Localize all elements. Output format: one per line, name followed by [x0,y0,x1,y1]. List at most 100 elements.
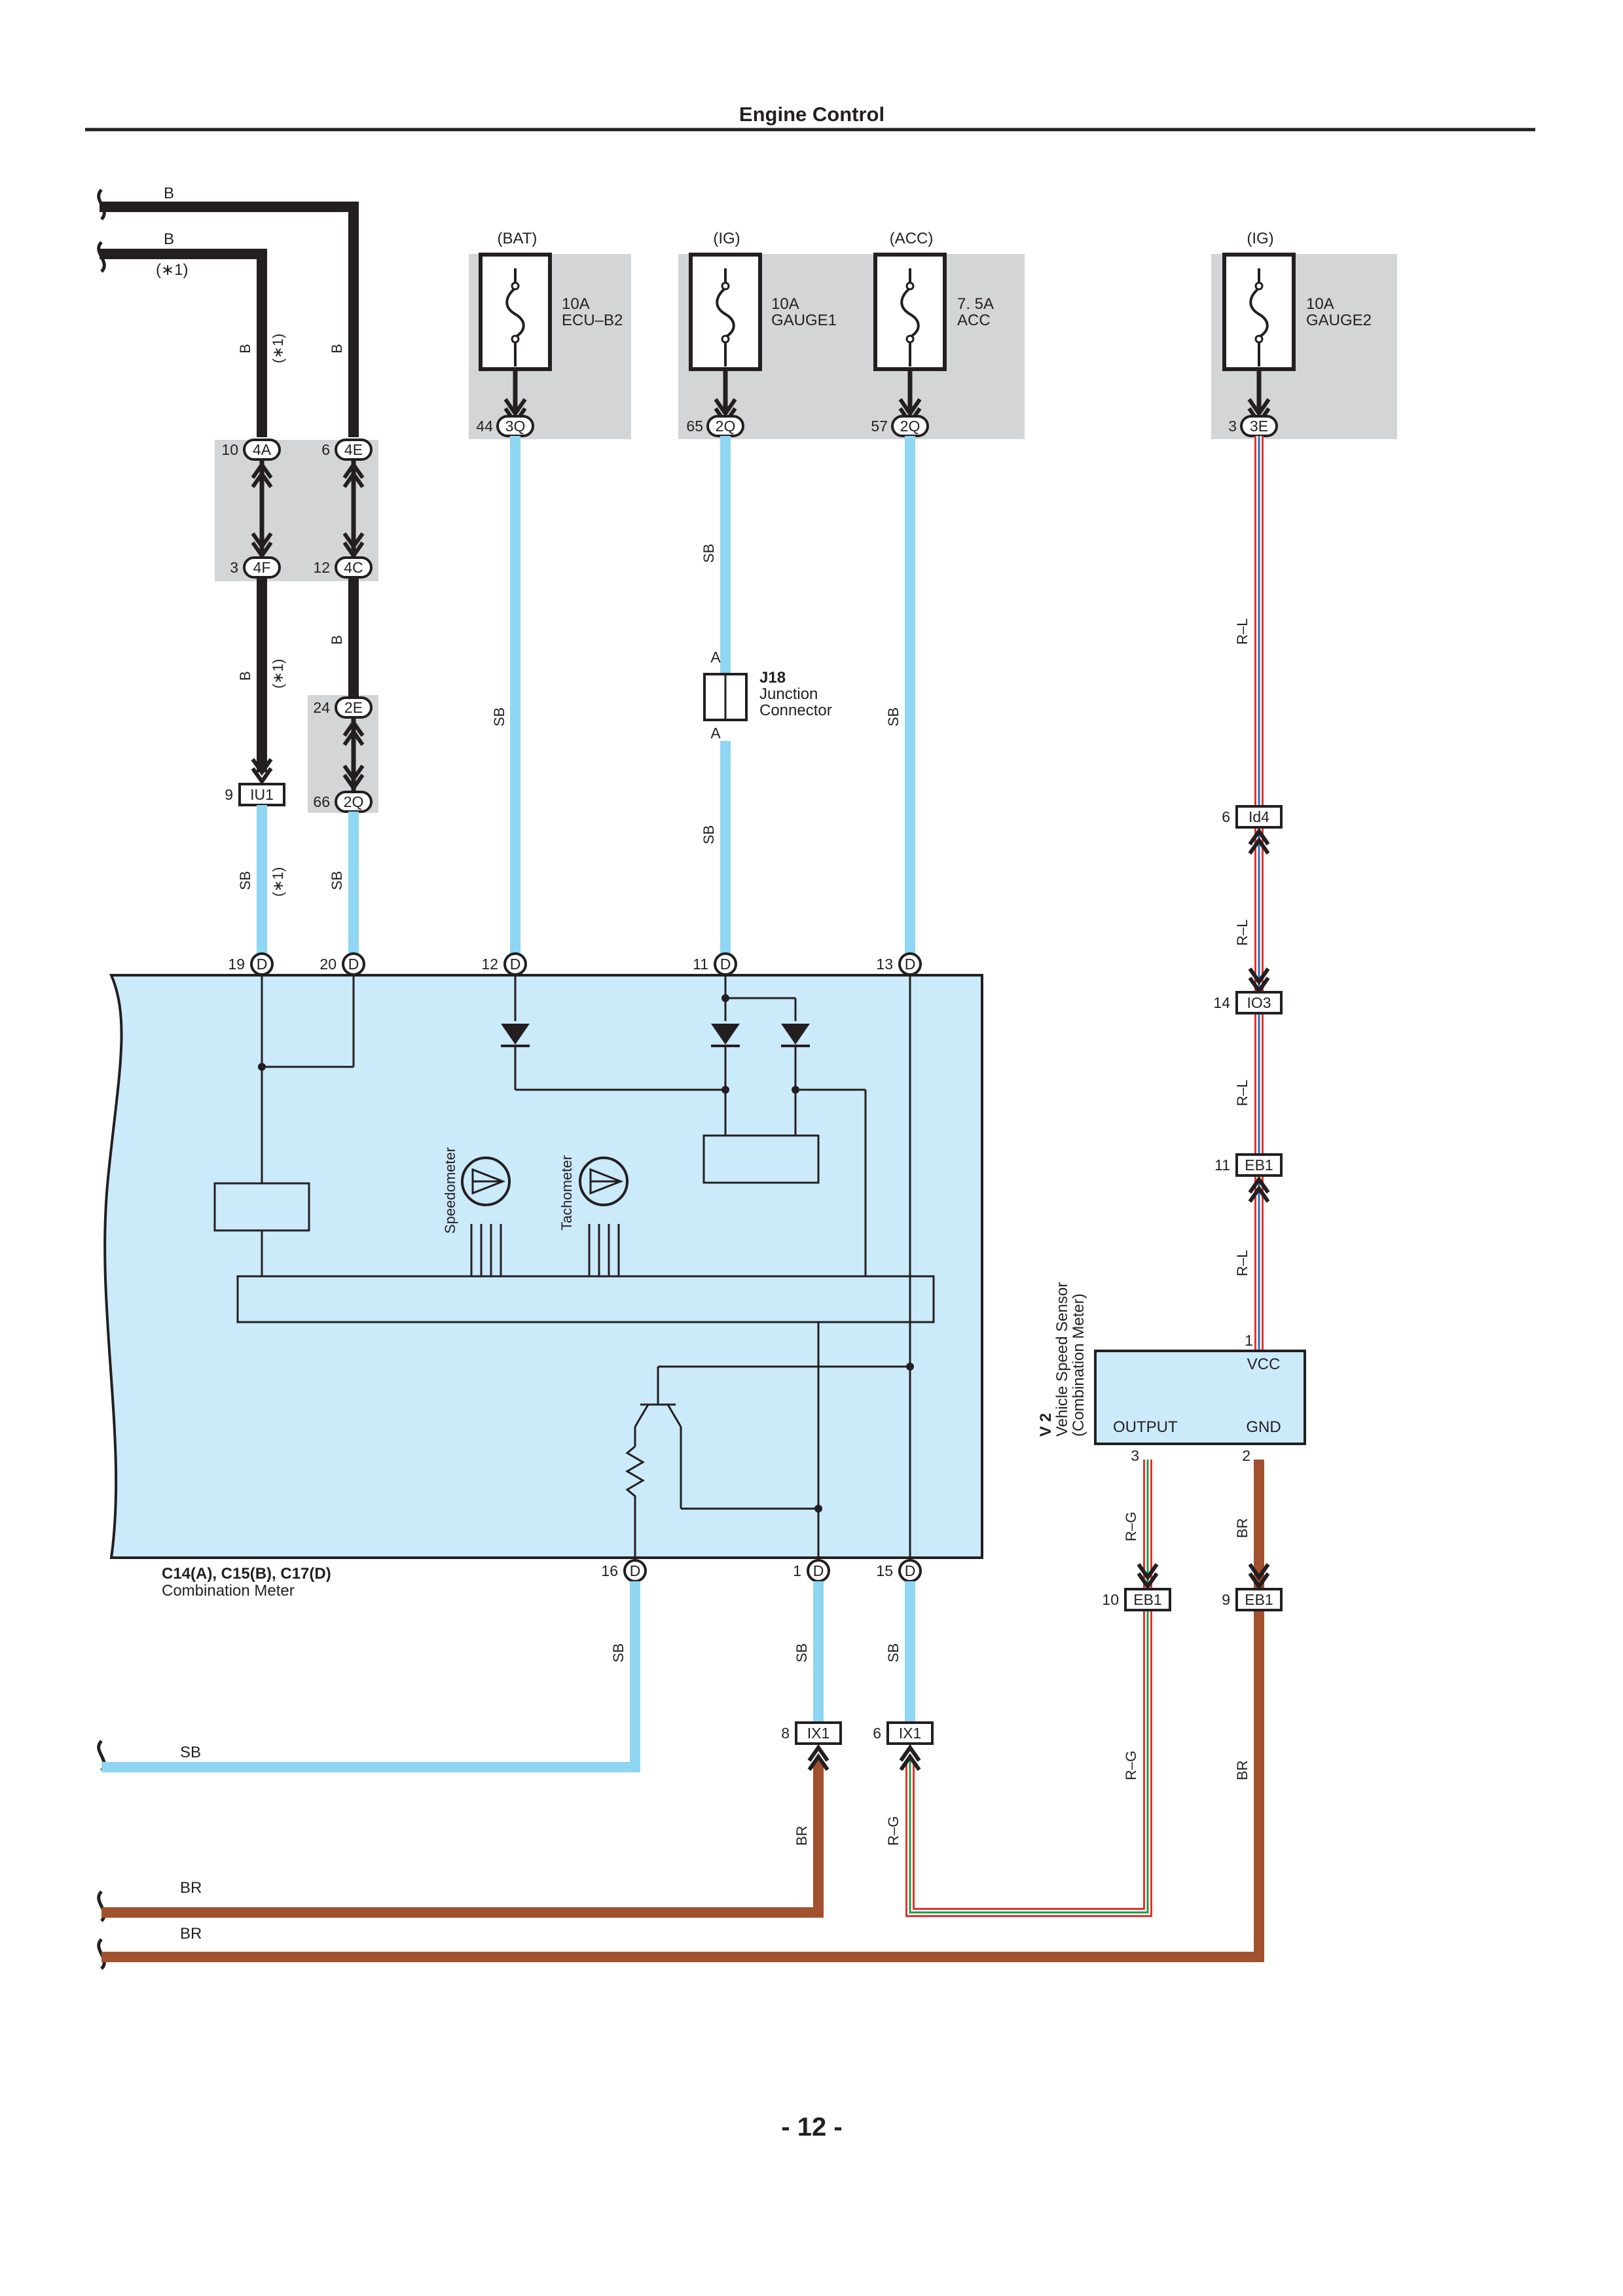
page-number: - 12 - [781,2113,842,2142]
speedometer-icon [461,1157,511,1206]
svg-text:IX1: IX1 [807,1725,830,1742]
tachometer-icon [579,1157,629,1206]
combination-meter-body [103,974,983,1559]
wire-label: R–L [1234,1080,1250,1106]
fuse-name: ECU–B2 [562,312,623,329]
pin-number: 24 [313,699,330,716]
svg-text:11: 11 [693,956,708,973]
svg-text:9: 9 [1222,1591,1230,1608]
svg-text:8: 8 [781,1725,790,1742]
svg-text:15: 15 [876,1562,893,1579]
svg-text:16: 16 [601,1562,618,1579]
fuse-rating: 7. 5A [957,295,994,313]
meter-internal-circuit [213,975,935,1561]
svg-text:A: A [710,725,721,742]
svg-text:1: 1 [793,1562,801,1579]
sensor-name: Vehicle Speed Sensor [1053,1282,1071,1437]
pin-number: 66 [313,793,330,810]
sb-wires [257,436,915,956]
pin-number: 6 [321,441,330,458]
speedometer-label: Speedometer [442,1147,458,1234]
wire-label: SB [237,871,253,890]
fuse-gauge2: (IG) 10A GAUGE2 3E 3 [1222,230,1372,437]
svg-text:6: 6 [1222,808,1230,825]
fuse-supply-label: (ACC) [890,230,934,247]
svg-text:D: D [630,1562,641,1579]
svg-text:EB1: EB1 [1133,1591,1161,1608]
meter-top-pins: D 19 D 20 D 12 D 11 D 13 [228,952,922,976]
svg-text:A: A [710,649,721,666]
svg-text:D: D [510,956,521,973]
pin-number: 3 [1228,418,1237,435]
junction-dots [258,994,914,1513]
meter-connectors-label: C14(A), C15(B), C17(D) [162,1565,331,1583]
pin-number: 65 [686,418,703,435]
svg-text:IO3: IO3 [1247,994,1271,1011]
wire-label: R–L [1234,920,1250,946]
pin-number: 12 [313,559,330,576]
pin-number: 44 [476,418,493,435]
svg-text:12: 12 [481,956,498,973]
junction-id: J18 [759,669,786,687]
wire-b-2 [100,249,267,437]
wire-label: R–L [1234,1250,1250,1276]
wire-label: SB [610,1643,627,1662]
svg-text:IX1: IX1 [899,1725,922,1742]
fuse-rating: 10A [562,295,590,313]
wire-note: (∗1) [156,261,188,279]
wire-b-1 [100,202,359,437]
wire-label: B [329,635,345,645]
connector-label: 2Q [900,418,921,435]
wire-label: BR [180,1879,202,1897]
wire-label: R–L [1234,619,1250,645]
svg-text:D: D [720,956,731,973]
connector-label: 4E [344,441,363,458]
meter-bottom-pins: D 16 D 1 D 15 [601,1559,922,1583]
fuse-rating: 10A [1306,295,1334,313]
bottom-wires-sb [101,1581,915,1772]
wire-label: SB [329,871,345,890]
wire-label: R–G [1123,1751,1139,1780]
svg-text:D: D [905,956,916,973]
wire-note: (∗1) [270,659,286,689]
svg-text:1: 1 [1245,1332,1253,1349]
sensor-id: V 2 [1037,1413,1055,1437]
svg-text:14: 14 [1213,994,1230,1011]
connector-label: 4F [253,559,271,576]
junction-connector-j18: A A J18 Junction Connector [703,649,832,742]
wire-label: R–G [885,1816,902,1846]
wire-note: (∗1) [270,334,286,363]
tachometer-label: Tachometer [558,1155,575,1230]
connector-label: 4C [344,559,363,576]
svg-text:D: D [813,1562,824,1579]
connector-label: 2Q [344,793,364,810]
wire-note: (∗1) [270,867,286,897]
connector-label: IU1 [250,786,274,803]
fuse-gauge1: (IG) 10A GAUGE1 2Q 65 [686,230,837,437]
svg-text:Id4: Id4 [1249,808,1269,825]
wire-label: B [329,344,345,353]
wire-label: BR [1234,1518,1250,1538]
wire-label: BR [793,1825,810,1846]
fuse-name: ACC [957,312,991,329]
svg-text:D: D [905,1562,916,1579]
svg-text:EB1: EB1 [1245,1157,1273,1174]
svg-text:19: 19 [228,956,245,973]
svg-text:D: D [348,956,359,973]
svg-text:Connector: Connector [759,702,832,719]
fuse-rating: 10A [771,295,799,313]
wire-label: B [237,671,253,681]
page-title: Engine Control [739,103,884,126]
svg-text:10: 10 [1102,1591,1119,1608]
pin-number: 3 [230,559,238,576]
fuse-supply-label: (BAT) [498,230,538,247]
fuse-acc: (ACC) 7. 5A ACC 2Q 57 [871,230,994,437]
svg-text:20: 20 [319,956,337,973]
svg-text:3: 3 [1131,1447,1139,1464]
svg-text:6: 6 [873,1725,881,1742]
wire-label: SB [491,708,507,726]
sensor-sub: (Combination Meter) [1070,1293,1087,1437]
meter-diodes [501,1024,810,1047]
vehicle-speed-sensor: VCC OUTPUT GND 1 3 2 [1094,1332,1306,1464]
connector-label: 2Q [716,418,736,435]
